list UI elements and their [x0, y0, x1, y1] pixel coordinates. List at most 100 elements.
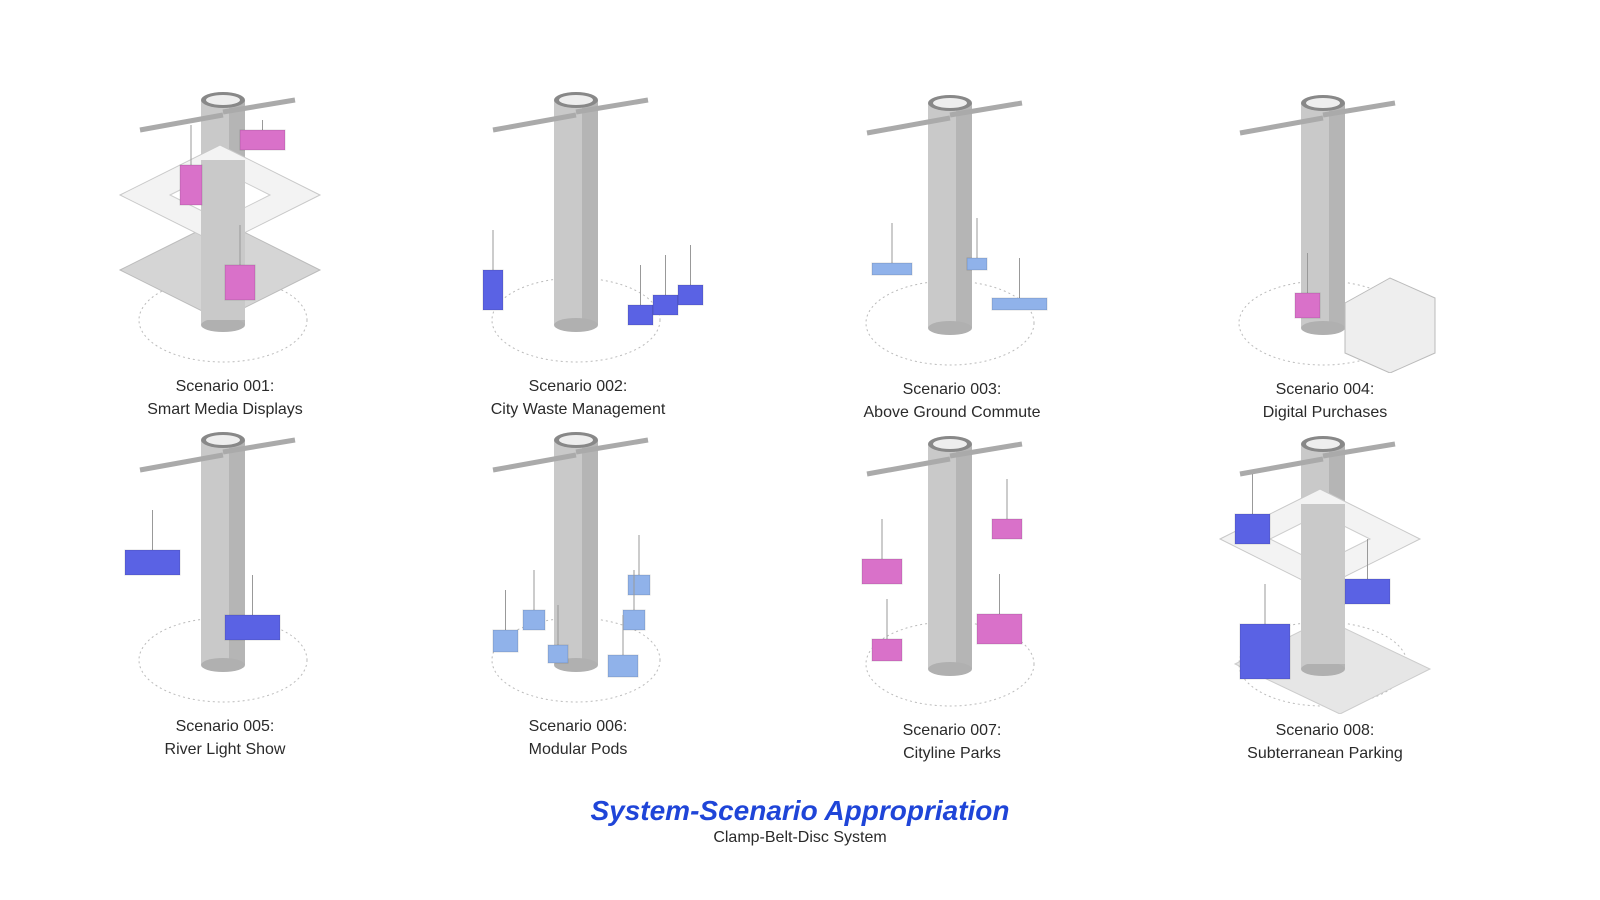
scenario-label: Scenario 004:: [1275, 381, 1375, 398]
appropriation-module: [492, 629, 519, 653]
scenario-label: Scenario 008:: [1275, 722, 1375, 739]
tower-base: [1301, 662, 1345, 676]
tower-shade: [956, 444, 972, 669]
scenario-name: River Light Show: [164, 741, 286, 758]
clamp-arm: [575, 97, 649, 115]
diagram-title: System-Scenario Appropriation: [590, 795, 1010, 826]
appropriation-module: [1239, 623, 1291, 680]
tower-cap-detail: [559, 95, 593, 105]
scenario-005: Scenario 005: River Light Show: [95, 410, 355, 761]
tower-base: [928, 662, 972, 676]
appropriation-module: [861, 558, 903, 585]
appropriation-module: [1234, 513, 1271, 545]
tower-base: [201, 318, 245, 332]
appropriation-module: [179, 164, 203, 206]
tower-shade: [582, 100, 598, 325]
clamp-arm: [1239, 456, 1324, 477]
tower-base: [1301, 321, 1345, 335]
clamp-arm: [1322, 100, 1396, 118]
appropriation-module: [627, 574, 651, 596]
tower-cap-detail: [1306, 439, 1340, 449]
clamp-arm: [222, 437, 296, 455]
scenario-006: Scenario 006: Modular Pods: [448, 410, 708, 761]
ground-ring: [138, 277, 308, 363]
tower-base: [554, 318, 598, 332]
clamp-arm: [222, 97, 296, 115]
scenario-name: Above Ground Commute: [863, 404, 1041, 421]
appropriation-module: [224, 264, 256, 301]
appropriation-module: [677, 284, 704, 306]
scenario-007: Scenario 007: Cityline Parks: [822, 414, 1082, 765]
clamp-arm: [139, 112, 224, 133]
tower-shade: [229, 440, 245, 665]
clamp-arm: [949, 441, 1023, 459]
scenario-name: Modular Pods: [528, 741, 628, 758]
appropriation-module: [1294, 292, 1321, 319]
scenario-label: Scenario 005:: [175, 718, 275, 735]
appropriation-module: [871, 638, 903, 662]
scenario-001: Scenario 001: Smart Media Displays: [95, 70, 355, 421]
scenario-name: City Waste Management: [490, 401, 666, 418]
clamp-arm: [866, 115, 951, 136]
scenario-illustration: [491, 432, 661, 703]
tower-cap-detail: [559, 435, 593, 445]
appropriation-module: [607, 654, 639, 678]
scenario-illustration: [482, 92, 704, 363]
appropriation-module: [124, 549, 181, 576]
tower-shade: [956, 103, 972, 328]
appropriation-module: [239, 129, 286, 151]
tower-cap-detail: [1306, 98, 1340, 108]
appropriation-module: [871, 262, 913, 276]
scenario-illustration: [124, 432, 308, 703]
tower-base: [201, 658, 245, 672]
scenario-label: Scenario 002:: [528, 378, 628, 395]
scenario-name: Digital Purchases: [1262, 404, 1388, 421]
tower-body-front: [1301, 504, 1345, 664]
clamp-arm: [949, 100, 1023, 118]
clamp-arm: [492, 452, 577, 473]
scenario-004: Scenario 004: Digital Purchases: [1195, 73, 1455, 424]
scenario-label: Scenario 007:: [902, 722, 1002, 739]
scenario-illustration: [118, 92, 322, 363]
diagram-subtitle: Clamp-Belt-Disc System: [713, 829, 887, 846]
appropriation-module: [991, 518, 1023, 540]
clamp-arm: [575, 437, 649, 455]
tower-cap-detail: [933, 98, 967, 108]
clamp-arm: [139, 452, 224, 473]
appropriation-module: [991, 297, 1048, 311]
appropriation-module: [627, 304, 654, 326]
clamp-arm: [1322, 441, 1396, 459]
tower-cap-detail: [206, 95, 240, 105]
scenario-illustration: [1238, 95, 1436, 373]
ground-ring: [491, 277, 661, 363]
appropriation-module: [1344, 578, 1391, 605]
scenario-name: Cityline Parks: [903, 745, 1001, 762]
appropriation-module: [224, 614, 281, 641]
tower-cap-detail: [933, 439, 967, 449]
ground-ring: [138, 617, 308, 703]
scenario-label: Scenario 006:: [528, 718, 628, 735]
scenario-002: Scenario 002: City Waste Management: [448, 70, 708, 421]
clamp-arm: [492, 112, 577, 133]
scenario-illustration: [865, 95, 1048, 366]
ground-ring: [865, 280, 1035, 366]
appropriation-module: [522, 609, 546, 631]
scenario-name: Subterranean Parking: [1247, 745, 1403, 762]
clamp-arm: [866, 456, 951, 477]
scenario-illustration: [1218, 436, 1432, 714]
ground-ring: [491, 617, 661, 703]
scenario-008: Scenario 008: Subterranean Parking: [1195, 414, 1455, 765]
kiosk-building: [1344, 277, 1436, 373]
scenario-name: Smart Media Displays: [147, 401, 303, 418]
clamp-arm: [1239, 115, 1324, 136]
appropriation-module: [482, 269, 504, 311]
ground-ring: [865, 621, 1035, 707]
tower-base: [928, 321, 972, 335]
scenario-illustration: [861, 436, 1035, 707]
appropriation-module: [652, 294, 679, 316]
appropriation-module: [976, 613, 1023, 645]
scenario-003: Scenario 003: Above Ground Commute: [822, 73, 1082, 424]
scenario-label: Scenario 003:: [902, 381, 1002, 398]
appropriation-module: [547, 644, 569, 664]
scenario-label: Scenario 001:: [175, 378, 275, 395]
